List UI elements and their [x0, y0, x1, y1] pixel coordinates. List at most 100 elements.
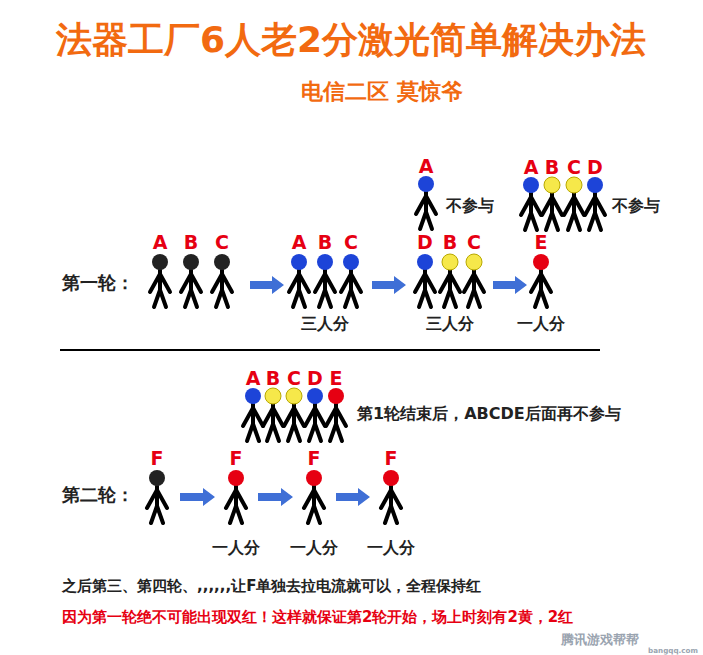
limb	[325, 290, 331, 307]
figure-head	[228, 470, 244, 486]
figure-letter: B	[318, 232, 332, 253]
stick-figure	[521, 177, 541, 230]
figure-letter: A	[292, 232, 307, 253]
stick-figure	[585, 177, 605, 230]
stick-figure	[150, 254, 170, 307]
figure-letter: F	[308, 448, 321, 469]
share-note: 三人分	[426, 315, 474, 333]
share-note: 一人分	[290, 539, 338, 557]
limb	[541, 290, 547, 307]
limb	[351, 290, 357, 307]
stick-figure	[440, 254, 460, 307]
figure-head	[533, 254, 549, 270]
note: 不参与	[612, 197, 660, 215]
stick-figures	[147, 176, 605, 523]
watermark: bangqq.com	[648, 647, 698, 655]
figure-letter: E	[535, 232, 548, 253]
stick-figure	[531, 254, 551, 307]
stick-figure	[464, 254, 484, 307]
figure-head	[291, 254, 307, 270]
limb	[273, 424, 279, 441]
limb	[315, 424, 321, 441]
share-note: 一人分	[367, 539, 415, 557]
limb	[574, 213, 580, 230]
limb	[314, 506, 320, 523]
figure-head	[307, 388, 323, 404]
stick-figure	[181, 254, 201, 307]
figure-head	[286, 388, 302, 404]
limb	[426, 212, 432, 229]
figure-letter: B	[443, 232, 457, 253]
figure-letter: A	[524, 157, 539, 178]
flow-arrows	[180, 276, 527, 506]
limb	[157, 506, 163, 523]
limb	[191, 290, 197, 307]
figure-head	[149, 470, 165, 486]
stick-figure	[284, 388, 304, 441]
flow-arrow	[258, 488, 293, 506]
limb	[299, 290, 305, 307]
figure-head	[265, 388, 281, 404]
figure-head	[306, 470, 322, 486]
note: 之后第三、第四轮、,,,,,,让F单独去拉电流就可以，全程保持红	[62, 578, 481, 595]
limb	[595, 213, 601, 230]
limb	[552, 213, 558, 230]
share-note: 三人分	[301, 315, 349, 333]
figure-head	[418, 176, 434, 192]
stick-figure	[212, 254, 232, 307]
figure-letter: B	[184, 232, 198, 253]
limb	[336, 424, 342, 441]
figure-head	[417, 254, 433, 270]
flow-arrow	[493, 276, 527, 294]
figure-letter: F	[230, 448, 243, 469]
figure-letter: B	[266, 368, 280, 389]
share-note: 一人分	[212, 539, 260, 557]
figure-head	[343, 254, 359, 270]
stick-figure	[564, 177, 584, 230]
note: 不参与	[446, 197, 494, 215]
figure-letter: C	[467, 232, 481, 253]
limb	[222, 290, 228, 307]
flow-arrow	[336, 488, 370, 506]
figure-letter: A	[153, 232, 168, 253]
figure-letter: D	[587, 157, 603, 178]
limb	[236, 506, 242, 523]
figure-letter: C	[215, 232, 229, 253]
figure-letter: A	[246, 368, 261, 389]
figure-letter: F	[385, 448, 398, 469]
figure-letter: C	[344, 232, 358, 253]
round-label: 第一轮：	[62, 273, 134, 293]
stick-figure	[263, 388, 283, 441]
stick-figure	[147, 470, 167, 523]
figure-letter: C	[287, 368, 301, 389]
subtitle: 电信二区 莫惊爷	[301, 80, 463, 104]
figure-head	[317, 254, 333, 270]
figure-letter: B	[545, 157, 559, 178]
stick-figure	[289, 254, 309, 307]
limb	[391, 506, 397, 523]
figure-head	[328, 388, 344, 404]
figure-letter: F	[151, 448, 164, 469]
stick-figure	[226, 470, 246, 523]
figure-head	[466, 254, 482, 270]
divider-line	[60, 349, 600, 351]
title: 法器工厂6人老2分激光简单解决办法	[56, 20, 646, 60]
limb	[425, 290, 431, 307]
stick-figure	[326, 388, 346, 441]
share-note: 一人分	[517, 315, 565, 333]
figure-head	[544, 177, 560, 193]
stick-figure	[416, 176, 436, 229]
figure-letter: D	[307, 368, 323, 389]
figure-head	[442, 254, 458, 270]
figure-head	[152, 254, 168, 270]
stick-figure	[304, 470, 324, 523]
figure-head	[214, 254, 230, 270]
limb	[160, 290, 166, 307]
figure-letter: E	[330, 368, 343, 389]
figure-head	[245, 388, 261, 404]
stick-figure	[243, 388, 263, 441]
note: 第1轮结束后，ABCDE后面再不参与	[357, 405, 621, 423]
limb	[531, 213, 537, 230]
figure-letter: C	[567, 157, 581, 178]
